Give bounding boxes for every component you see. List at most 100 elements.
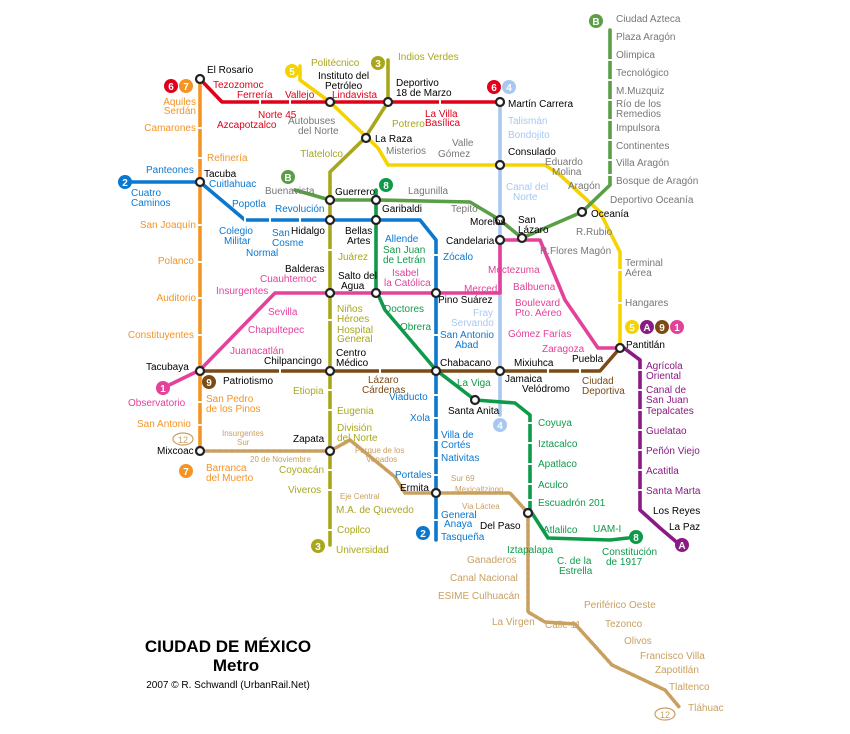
label-la-viga[interactable]: La Viga bbox=[457, 378, 491, 389]
label-bellas-2[interactable]: Artes bbox=[347, 236, 370, 247]
label-revolucion[interactable]: Revolución bbox=[275, 204, 324, 215]
label-insurgentes[interactable]: Insurgentes bbox=[216, 286, 268, 297]
label-morelos[interactable]: Morelos bbox=[470, 217, 506, 228]
label-lazaro-2[interactable]: Cárdenas bbox=[362, 385, 405, 396]
label-potrero[interactable]: Potrero bbox=[392, 119, 425, 130]
label-nativitas[interactable]: Nativitas bbox=[441, 453, 479, 464]
label-consulado[interactable]: Consulado bbox=[508, 147, 556, 158]
station-martin-carrera[interactable] bbox=[494, 96, 506, 108]
label-aquiles-1[interactable]: Aquiles bbox=[163, 97, 196, 108]
label-valle-gomez-2[interactable]: Gómez bbox=[438, 149, 470, 160]
label-b-olimpica[interactable]: Olimpica bbox=[616, 50, 655, 61]
label-san-pedro-2[interactable]: de los Pinos bbox=[206, 404, 260, 415]
label-santa-anita[interactable]: Santa Anita bbox=[448, 406, 500, 417]
station-salto-del-agua[interactable] bbox=[370, 287, 382, 299]
label-gomez-farias[interactable]: Gómez Farías bbox=[508, 329, 571, 340]
station-chabacano[interactable] bbox=[430, 365, 442, 377]
label-chabacano[interactable]: Chabacano bbox=[440, 358, 492, 369]
label-dep18-1[interactable]: Deportivo bbox=[396, 78, 439, 89]
label-division-1[interactable]: División bbox=[337, 423, 372, 434]
label-politecnico[interactable]: Politécnico bbox=[311, 58, 360, 69]
label-canal-norte-1[interactable]: Canal del bbox=[506, 182, 548, 193]
label-vallejo[interactable]: Vallejo bbox=[285, 90, 315, 101]
label-misterios[interactable]: Misterios bbox=[386, 146, 426, 157]
label-aragon[interactable]: Aragón bbox=[568, 181, 600, 192]
label-villa-cortes-1[interactable]: Villa de bbox=[441, 430, 474, 441]
label-sevilla[interactable]: Sevilla bbox=[268, 307, 298, 318]
label-zocalo[interactable]: Zócalo bbox=[443, 252, 473, 263]
label-la-raza[interactable]: La Raza bbox=[375, 134, 413, 145]
label-chapultepec[interactable]: Chapultepec bbox=[248, 325, 304, 336]
label-sa-abad-1[interactable]: San Antonio bbox=[440, 330, 494, 341]
label-barranca-2[interactable]: del Muerto bbox=[206, 473, 254, 484]
label-constitucion-1[interactable]: Constitución bbox=[602, 547, 657, 558]
station-consulado[interactable] bbox=[494, 159, 506, 171]
label-balbuena[interactable]: Balbuena bbox=[513, 282, 556, 293]
label-centro-2[interactable]: Médico bbox=[336, 358, 369, 369]
label-ins-sur-2[interactable]: Sur bbox=[237, 438, 250, 447]
label-zapata[interactable]: Zapata bbox=[293, 434, 325, 445]
label-cuauhtemoc[interactable]: Cuauhtemoc bbox=[260, 274, 317, 285]
station-pino-suarez[interactable] bbox=[430, 287, 442, 299]
label-norte45[interactable]: Norte 45 bbox=[258, 110, 297, 121]
label-xola[interactable]: Xola bbox=[410, 413, 430, 424]
label-auditorio[interactable]: Auditorio bbox=[157, 293, 197, 304]
label-aquiles-2[interactable]: Serdán bbox=[164, 106, 196, 117]
label-hospital-2[interactable]: General bbox=[337, 334, 373, 345]
label-del-paso[interactable]: Del Paso bbox=[480, 521, 521, 532]
label-division-2[interactable]: del Norte bbox=[337, 433, 378, 444]
label-balderas[interactable]: Balderas bbox=[285, 264, 324, 275]
badge-line-7[interactable] bbox=[179, 79, 193, 93]
station-el-rosario[interactable] bbox=[194, 73, 206, 85]
label-indios-verdes[interactable]: Indios Verdes bbox=[398, 52, 459, 63]
label-b-villa-aragon[interactable]: Villa Aragón bbox=[616, 158, 669, 169]
label-puebla[interactable]: Puebla bbox=[572, 354, 604, 365]
label-acatitla[interactable]: Acatitla bbox=[646, 466, 679, 477]
label-centro-1[interactable]: Centro bbox=[336, 348, 366, 359]
label-santa-marta[interactable]: Santa Marta bbox=[646, 486, 701, 497]
badge-line-6[interactable] bbox=[164, 79, 178, 93]
label-ganaderos[interactable]: Ganaderos bbox=[467, 555, 516, 566]
label-copilco[interactable]: Copilco bbox=[337, 525, 371, 536]
label-el-rosario[interactable]: El Rosario bbox=[207, 65, 254, 76]
label-hidalgo[interactable]: Hidalgo bbox=[291, 226, 325, 237]
label-terminal-2[interactable]: Aérea bbox=[625, 268, 652, 279]
label-rflores[interactable]: R.Flores Magón bbox=[540, 246, 611, 257]
badge-line-B[interactable] bbox=[589, 14, 603, 28]
label-rubio[interactable]: R.Rubio bbox=[576, 227, 613, 238]
badge-line-1-east[interactable] bbox=[670, 320, 684, 334]
label-camarones[interactable]: Camarones bbox=[144, 123, 196, 134]
label-sjl-2[interactable]: de Letrán bbox=[383, 255, 425, 266]
station-pantitlan[interactable] bbox=[614, 342, 626, 354]
label-san-antonio[interactable]: San Antonio bbox=[137, 419, 191, 430]
label-mixiuhca[interactable]: Mixiuhca bbox=[514, 358, 554, 369]
label-san-pedro-1[interactable]: San Pedro bbox=[206, 394, 254, 405]
label-universidad[interactable]: Universidad bbox=[336, 545, 389, 556]
station-ermita[interactable] bbox=[430, 487, 442, 499]
badge-line-5-east[interactable] bbox=[625, 320, 639, 334]
label-canal-nacional[interactable]: Canal Nacional bbox=[450, 573, 518, 584]
label-sur69[interactable]: Sur 69 bbox=[451, 474, 475, 483]
label-doctores[interactable]: Doctores bbox=[384, 304, 424, 315]
label-san-lazaro-2[interactable]: Lázaro bbox=[518, 225, 549, 236]
badge-line-3-south[interactable] bbox=[311, 539, 325, 553]
label-guerrero[interactable]: Guerrero bbox=[335, 187, 375, 198]
label-coyoacan[interactable]: Coyoacán bbox=[279, 465, 324, 476]
label-tepito[interactable]: Tepito bbox=[451, 204, 478, 215]
badge-line-7-south[interactable] bbox=[179, 464, 193, 478]
label-valle-gomez-1[interactable]: Valle bbox=[452, 138, 474, 149]
badge-line-4[interactable] bbox=[502, 80, 516, 94]
label-penon[interactable]: Peñón Viejo bbox=[646, 446, 700, 457]
label-b-rio-2[interactable]: Remedios bbox=[616, 109, 661, 120]
label-cuatro-2[interactable]: Caminos bbox=[131, 198, 170, 209]
label-ciudad-dep-2[interactable]: Deportiva bbox=[582, 386, 625, 397]
label-eje-central[interactable]: Eje Central bbox=[340, 492, 380, 501]
badge-line-2-south[interactable] bbox=[416, 526, 430, 540]
label-obrera[interactable]: Obrera bbox=[400, 322, 432, 333]
label-tlahuac[interactable]: Tláhuac bbox=[688, 703, 724, 714]
label-francisco[interactable]: Francisco Villa bbox=[640, 651, 705, 662]
label-etiopia[interactable]: Etiopia bbox=[293, 386, 324, 397]
label-fray-1[interactable]: Fray bbox=[473, 308, 493, 319]
label-agricola-1[interactable]: Agrícola bbox=[646, 361, 683, 372]
badge-line-9[interactable] bbox=[202, 375, 216, 389]
